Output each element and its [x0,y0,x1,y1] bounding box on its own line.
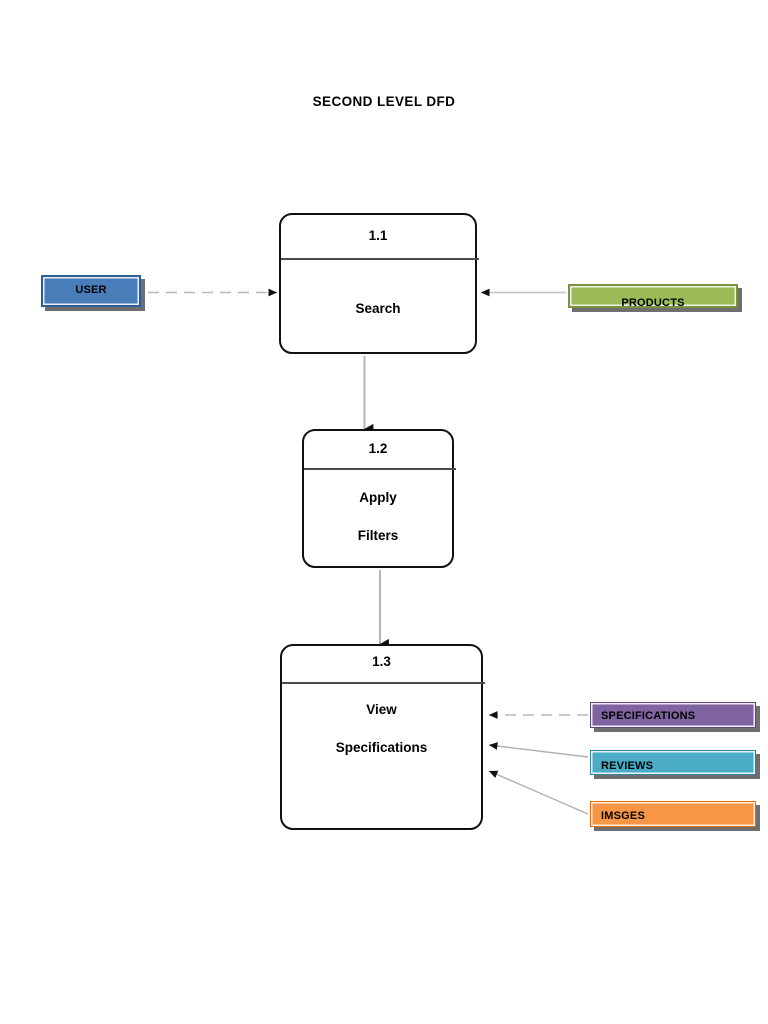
datastore-reviews[interactable]: REVIEWS [590,750,756,775]
process-1-2-label-line-1: Apply [359,490,397,505]
images-shadow-bottom [594,827,760,831]
products-shadow-bottom [572,308,742,312]
process-1-1-label: Search [355,301,401,316]
process-1-1-search[interactable]: 1.1 Search [279,213,479,354]
datastore-specifications-label: SPECIFICATIONS [601,710,696,722]
process-1-2-apply-filters[interactable]: 1.2 Apply Filters [302,429,456,568]
process-1-3-label-line-1: View [366,702,397,717]
process-1-3-divider [282,682,485,684]
datastore-images-label: IMSGES [601,810,645,822]
flow-reviews-to-view [488,742,589,758]
entity-user-label: USER [75,284,107,296]
datastore-specifications[interactable]: SPECIFICATIONS [590,702,756,728]
process-1-2-divider [304,468,456,470]
user-shadow-right [141,279,145,311]
process-1-1-id: 1.1 [368,228,388,243]
specifications-shadow-right [756,706,760,732]
datastore-images[interactable]: IMSGES [590,801,756,827]
process-1-3-id: 1.3 [372,654,391,669]
specifications-shadow-bottom [594,728,760,732]
entity-products-label: PRODUCTS [621,297,685,308]
process-1-2-label-line-2: Filters [357,528,399,543]
products-shadow-right [738,288,742,312]
process-1-3-view-specifications[interactable]: 1.3 View Specifications [280,644,485,830]
process-1-1-divider [281,258,479,260]
images-shadow-right [756,805,760,831]
entity-products[interactable]: PRODUCTS [568,284,738,308]
page-title: SECOND LEVEL DFD [312,94,456,109]
reviews-shadow-bottom [594,775,760,779]
user-shadow-bottom [45,307,145,311]
process-1-2-id: 1.2 [368,441,388,456]
reviews-shadow-right [756,754,760,779]
entity-user[interactable]: USER [41,275,141,307]
datastore-reviews-label: REVIEWS [601,760,654,772]
process-1-3-label-line-2: Specifications [335,740,428,755]
flow-images-to-view [488,770,589,815]
